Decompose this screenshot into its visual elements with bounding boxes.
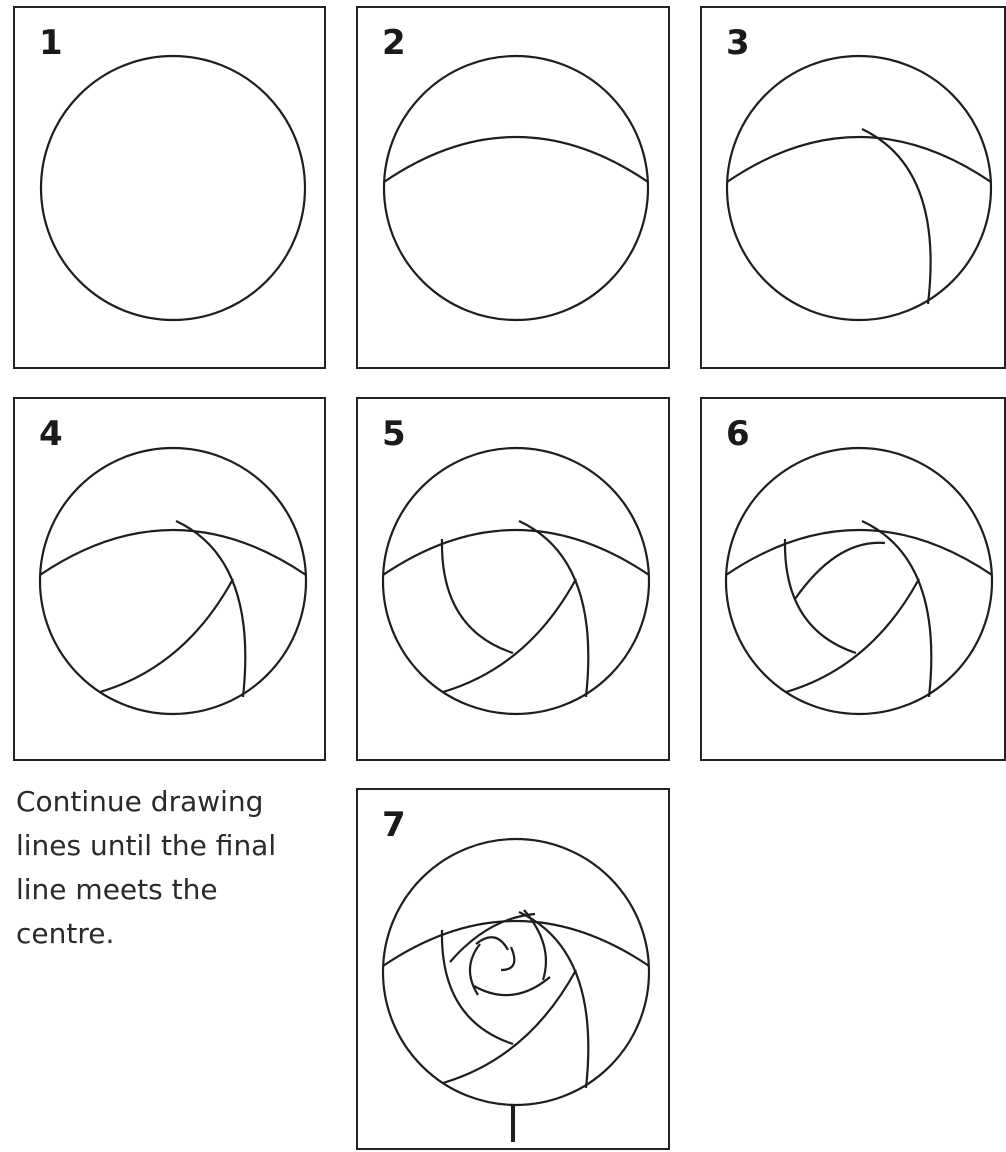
instruction-text: Continue drawing lines until the final l… <box>16 780 316 956</box>
top-arc-line <box>383 530 649 575</box>
step-7-panel: 7 <box>356 788 670 1150</box>
top-arc-line <box>726 530 992 575</box>
step-4-panel: 4 <box>13 397 326 761</box>
step-2-panel: 2 <box>356 6 670 369</box>
step-3-panel: 3 <box>700 6 1006 369</box>
outer-circle <box>383 448 649 714</box>
petal-line-1 <box>519 912 588 1088</box>
petal-line-1 <box>176 521 245 697</box>
petal-line-1 <box>519 521 588 697</box>
step-6-panel: 6 <box>700 397 1006 761</box>
top-arc-line <box>383 921 649 966</box>
step-1-drawing <box>15 8 328 371</box>
petal-line-1 <box>862 521 931 697</box>
petal-line-3 <box>785 539 856 653</box>
outer-circle <box>383 839 649 1105</box>
step-5-panel: 5 <box>356 397 670 761</box>
step-5-drawing <box>358 399 672 763</box>
top-arc-line <box>40 530 306 575</box>
petal-line-2 <box>443 579 576 692</box>
petal-line-2 <box>786 579 919 692</box>
petal-line-6 <box>474 977 550 995</box>
step-3-drawing <box>702 8 1006 371</box>
outer-circle <box>40 448 306 714</box>
petal-line-2 <box>100 579 233 692</box>
step-1-panel: 1 <box>13 6 326 369</box>
outer-circle <box>727 56 991 320</box>
step-4-drawing <box>15 399 328 763</box>
top-arc-line <box>727 137 991 182</box>
outer-circle <box>384 56 648 320</box>
step-7-drawing <box>358 790 672 1152</box>
petal-line-1 <box>862 129 931 304</box>
outer-circle <box>41 56 305 320</box>
petal-line-8 <box>476 937 508 950</box>
petal-line-2 <box>443 970 576 1083</box>
outer-circle <box>726 448 992 714</box>
petal-line-9 <box>501 947 514 970</box>
petal-line-4 <box>795 543 885 599</box>
step-6-drawing <box>702 399 1006 763</box>
petal-line-3 <box>442 539 513 653</box>
step-2-drawing <box>358 8 672 371</box>
top-arc-line <box>384 137 648 182</box>
